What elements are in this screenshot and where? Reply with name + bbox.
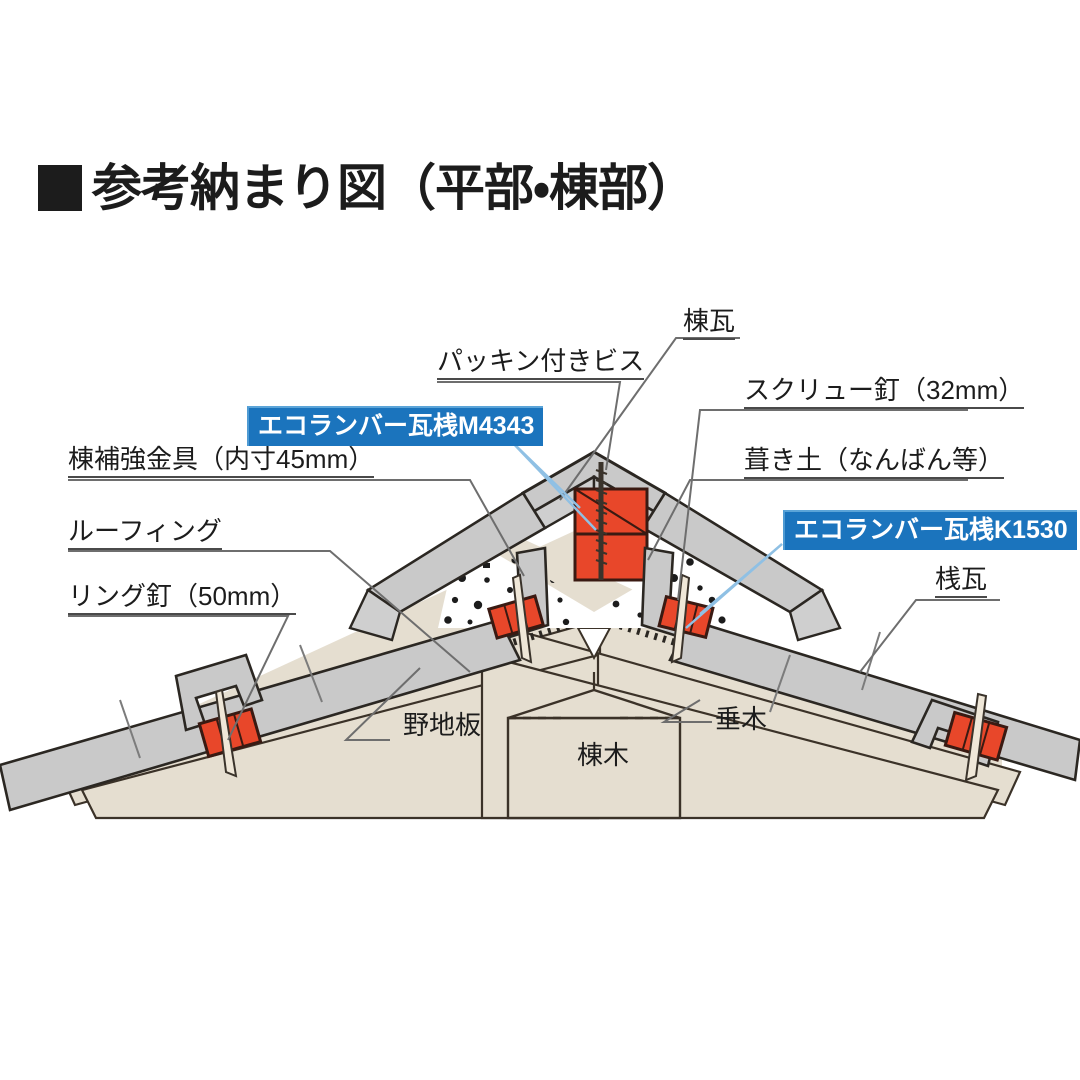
screw-nail-right: [670, 573, 691, 664]
structure-layer: [58, 520, 1022, 820]
leader-fuki-tsuchi: [647, 479, 968, 561]
ridge-tile-arm-left-tab: [348, 588, 402, 642]
leader-screw-nail: [677, 409, 968, 601]
leader-noji-ita: [343, 667, 421, 741]
title-square-icon: [38, 165, 82, 211]
field-tile-hook-left: [174, 653, 264, 732]
label-ring-nail: リング釘（50mm）: [68, 582, 297, 616]
chip-leader-lines: [509, 439, 783, 629]
ridge-batten-bevel: [574, 488, 648, 535]
field-batten-right: [943, 692, 1009, 782]
field-tile-left: [0, 618, 522, 812]
ridge-beam: [506, 716, 682, 820]
field-tile-joint-left-1: [299, 644, 323, 703]
ridge-batten-m4343: [573, 487, 649, 582]
leader-chip-k1530-b: [685, 543, 783, 629]
leader-mune-hokyo-kanagu: [68, 479, 525, 577]
label-noji-ita: 野地板: [403, 710, 482, 740]
ridge-adjacent-batten-right: [657, 573, 715, 664]
packing-screw-threads: [595, 469, 608, 565]
label-roofing: ルーフィング: [68, 517, 222, 551]
leader-san-gawara: [859, 599, 1000, 673]
field-tile-joint-left-2: [119, 699, 141, 759]
ring-nail-right: [964, 692, 988, 782]
label-screw-nail: スクリュー釘（32mm）: [744, 376, 1025, 410]
packing-screw-fastener: [595, 462, 608, 580]
page-title: 参考納まり図（平部・棟部）: [38, 160, 697, 216]
leader-packing-screw: [437, 381, 622, 471]
leader-chip-m4343-b: [509, 439, 597, 531]
page-title-text: 参考納まり図（平部・棟部）: [92, 160, 697, 216]
field-batten-left: [197, 688, 263, 778]
chip-ecolumber-m4343: エコランバー瓦桟M4343: [247, 406, 544, 446]
leader-lines: [68, 337, 1000, 741]
label-fuki-tsuchi: 葺き土（なんばん等）: [744, 446, 1005, 480]
leader-mune-gawara: [559, 337, 740, 501]
ridge-adjacent-batten-left: [486, 573, 546, 664]
ridge-batten-lower: [573, 532, 649, 582]
label-mune-gawara: 棟瓦: [683, 307, 736, 341]
chip-ecolumber-k1530: エコランバー瓦桟K1530: [783, 510, 1077, 550]
leader-ring-nail: [68, 615, 290, 741]
leader-roofing: [68, 550, 471, 673]
label-taruki: 垂木: [715, 704, 768, 734]
field-tile-joint-right-1: [769, 654, 791, 713]
field-tile-joint-right-2: [861, 631, 881, 691]
screw-nail-left: [511, 573, 533, 664]
label-packing-screw: パッキン付きビス: [437, 347, 645, 381]
label-munagi: 棟木: [577, 740, 630, 770]
ridge-beam-top: [507, 688, 681, 720]
label-san-gawara: 桟瓦: [935, 565, 988, 599]
label-mune-hokyo-kanagu: 棟補強金具（内寸45mm）: [68, 445, 375, 479]
ridge-tile-arm-right-tab: [788, 588, 842, 642]
ring-nail-left: [214, 688, 238, 778]
leader-taruki: [660, 699, 712, 723]
